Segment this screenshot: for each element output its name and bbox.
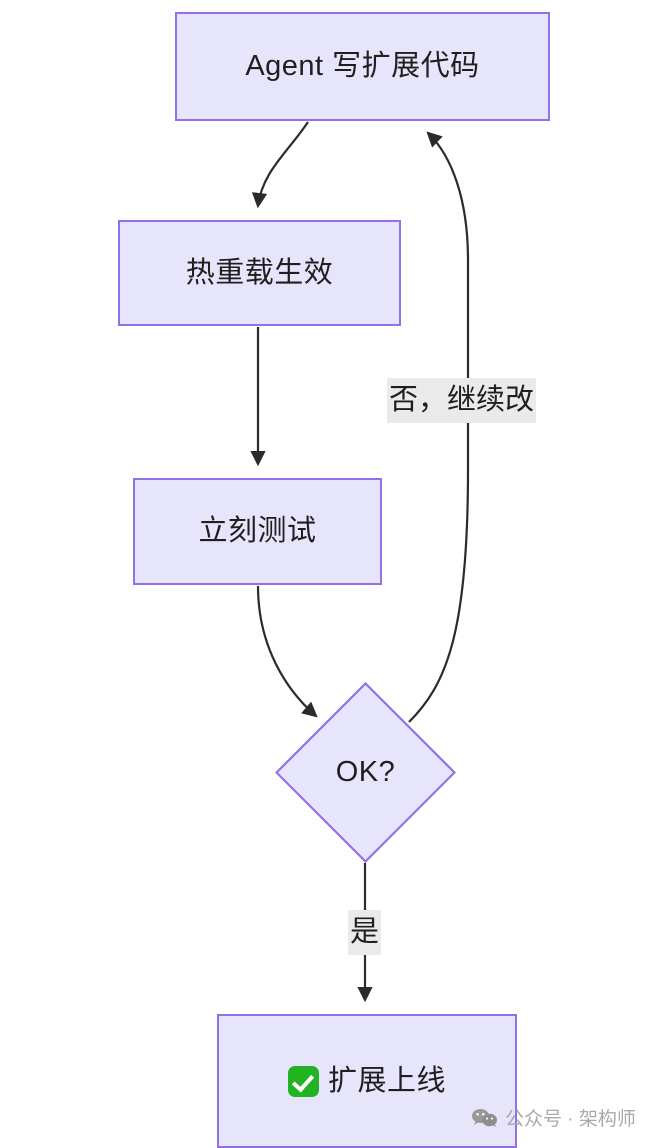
edge-decision-to-start [408,131,470,723]
white-check-mark-icon [287,1065,319,1097]
diamond-shape [275,682,456,863]
watermark-text: 公众号 · 架构师 [505,1109,636,1130]
edge-start-to-hotreload [251,121,309,209]
node-hot-reload-takes-effect[interactable]: 热重载生效 [118,220,401,326]
node-label: OK? [335,756,396,788]
edge-label-yes: 是 [348,910,382,956]
watermark: 公众号 · 架构师 [472,1104,636,1131]
node-label-text: 扩展上线 [327,1064,446,1097]
node-label: 热重载生效 [185,256,334,289]
node-agent-writes-extension-code[interactable]: Agent 写扩展代码 [175,12,550,121]
node-label-with-icon: 扩展上线 [287,1064,446,1097]
node-label: 立刻测试 [198,515,317,547]
node-test-immediately[interactable]: 立刻测试 [133,478,382,585]
edge-test-to-decision [256,585,318,718]
wechat-icon [472,1108,497,1127]
node-extension-goes-live[interactable]: 扩展上线 [217,1014,517,1148]
node-label: Agent 写扩展代码 [245,50,480,82]
edge-label-no-keep-modifying: 否，继续改 [387,378,537,424]
node-decision-ok[interactable]: OK? [275,682,456,863]
